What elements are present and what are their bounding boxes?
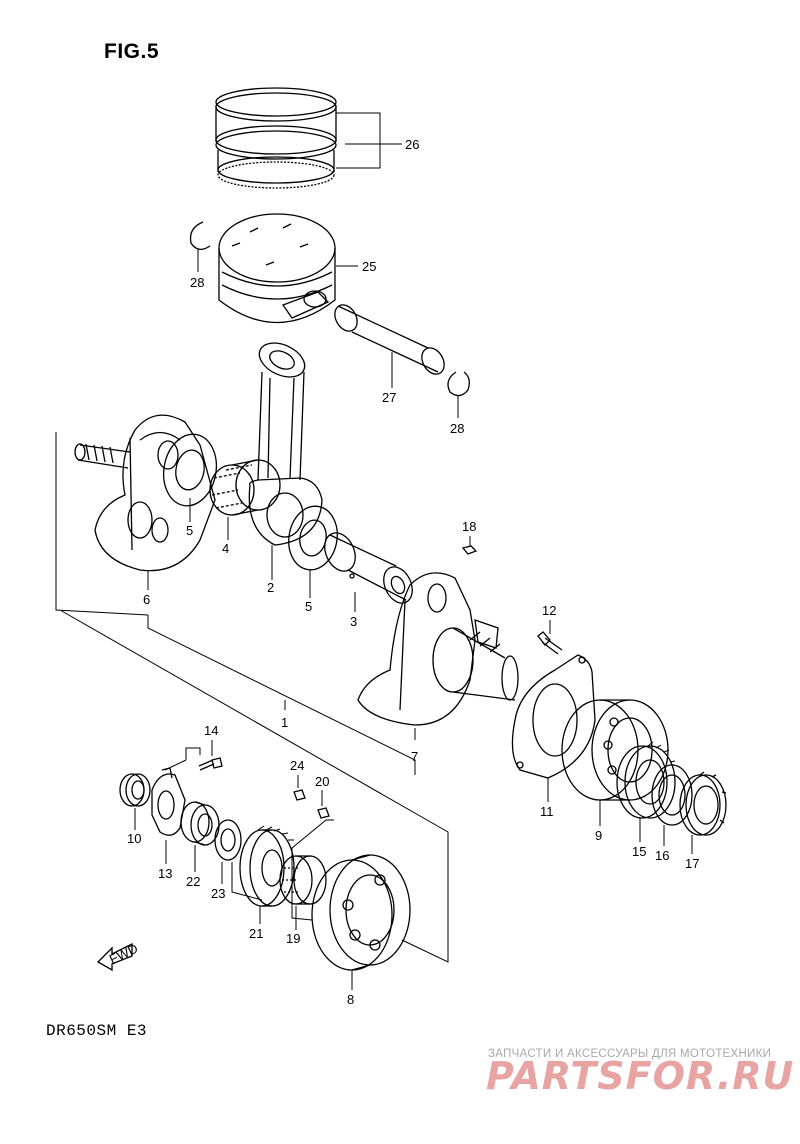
callout-20: 20 [315,774,329,789]
fwd-label: FWD [107,941,140,967]
callout-5-lower: 5 [305,599,312,614]
callout-26: 26 [405,137,419,152]
part-19-needle-bearing[interactable] [279,855,327,905]
figure-title: FIG.5 [104,40,160,63]
part-8-ball-bearing[interactable] [311,854,411,971]
part-25-piston[interactable] [218,213,336,324]
part-10-oil-seal[interactable] [119,773,151,807]
watermark-brand[interactable]: PARTSFOR.RU [486,1054,795,1098]
part-5-washer-upper[interactable] [158,430,222,510]
part-14-screw[interactable] [198,757,223,771]
leader-lines [55,112,693,990]
part-16-washer[interactable] [651,764,693,826]
part-15-gear[interactable] [616,741,676,819]
part-21-primary-gear[interactable] [239,825,295,907]
part-11-retainer-plate[interactable] [511,654,596,779]
callout-13: 13 [158,866,172,881]
part-3-crank-pin[interactable] [319,528,418,608]
part-6-left-flywheel[interactable] [74,414,216,572]
part-26-piston-rings[interactable] [215,87,337,189]
part-4-needle-bearing[interactable] [209,459,281,516]
callout-21: 21 [249,926,263,941]
callout-27: 27 [382,390,396,405]
callout-11: 11 [540,804,554,819]
part-17-nut[interactable] [679,771,727,836]
part-12-bolt[interactable] [537,631,563,655]
callout-7: 7 [411,749,418,764]
model-code: DR650SM E3 [46,1022,148,1040]
callout-10: 10 [127,831,141,846]
callout-28-left: 28 [190,275,204,290]
callout-3: 3 [350,614,357,629]
callout-28-right: 28 [450,421,464,436]
callout-23: 23 [211,886,225,901]
part-24-key[interactable] [293,789,306,801]
callout-18: 18 [462,519,476,534]
callout-numbers: 26 25 28 27 28 5 4 2 5 3 6 18 12 1 7 14 … [107,137,700,1007]
part-28-circlip-left[interactable] [189,221,211,250]
part-23-washer[interactable] [214,819,242,861]
part-2-connecting-rod[interactable] [248,336,323,546]
part-5-washer-lower[interactable] [284,502,342,573]
callout-16: 16 [655,848,669,863]
callout-4: 4 [222,541,229,556]
callout-17: 17 [685,856,699,871]
callout-12: 12 [542,603,556,618]
watermark-subtitle: ЗАПЧАСТИ И АКСЕССУАРЫ ДЛЯ МОТОТЕХНИКИ [488,1048,772,1060]
part-22-bushing[interactable] [180,801,220,846]
callout-25: 25 [362,259,376,274]
callout-2: 2 [267,580,274,595]
callout-8: 8 [347,992,354,1007]
part-9-ball-bearing[interactable] [561,699,669,801]
callout-1: 1 [281,715,288,730]
callout-5-upper: 5 [186,523,193,538]
callout-19: 19 [286,931,300,946]
part-7-right-flywheel[interactable] [357,572,519,726]
part-20-key[interactable] [317,807,330,819]
callout-9: 9 [595,828,602,843]
callout-15: 15 [632,844,646,859]
part-18-key[interactable] [461,545,478,555]
fwd-arrow-icon [96,942,133,972]
callout-24: 24 [290,758,304,773]
callout-22: 22 [186,874,200,889]
part-27-piston-pin[interactable] [330,301,448,378]
part-13-plate[interactable] [151,767,186,836]
part-28-circlip-right[interactable] [447,371,470,397]
callout-6: 6 [143,592,150,607]
callout-14: 14 [204,723,218,738]
